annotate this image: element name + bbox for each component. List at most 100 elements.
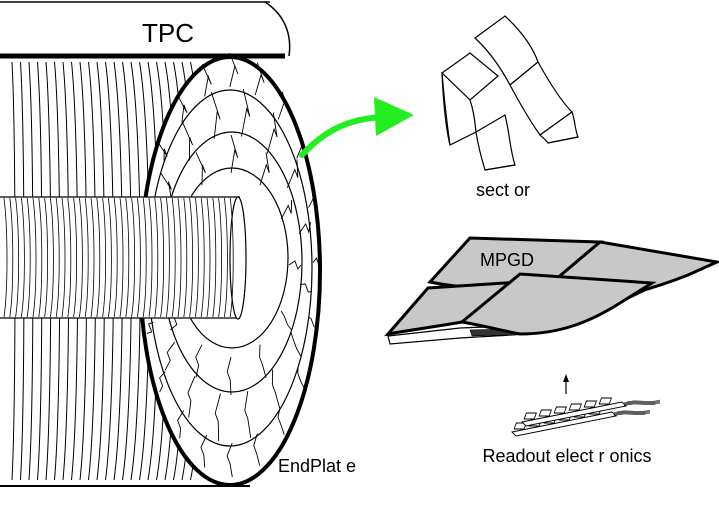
sector-boundary [290,331,302,358]
sector-boundary [195,344,203,378]
chip-wire [613,409,651,414]
inner-ring [21,197,25,318]
inner-ring [154,197,159,318]
inner-ring [113,197,118,318]
sector-boundary [160,172,172,198]
inner-ring [160,197,164,318]
chip [553,406,567,414]
sector-boundary [230,134,239,174]
up-arrow-head [563,374,569,382]
sector-boundary [280,310,292,331]
sector-boundary [214,393,221,442]
sector-boundary [297,367,305,388]
inner-ring [229,197,234,318]
inner-cylinder-rings [3,197,234,318]
sector-boundary [229,52,239,88]
inner-ring [44,197,48,318]
sector-boundary [164,341,176,371]
inner-ring [90,197,95,318]
endplate-label: EndPlat e [278,456,356,476]
endplate-sector-boundaries [141,52,321,478]
sector-boundary [286,159,299,188]
chip [513,422,527,430]
mpgd-label: MPGD [480,250,534,270]
sector-boundary [312,257,321,267]
inner-ring [148,197,153,318]
sector-pad-3 [475,114,516,171]
sector-boundary [271,369,281,409]
inner-ring [79,197,83,318]
inner-cylinder [0,196,247,320]
sector-boundary [259,152,270,186]
readout-label: Readout elect r onics [482,446,651,466]
inner-ring [137,197,141,318]
inner-ring [102,197,106,318]
sector-boundary [159,371,166,393]
inner-ring [3,197,8,318]
inner-ring [131,197,135,318]
sector-boundary [277,91,288,120]
inner-cylinder-body [0,197,242,318]
inner-ring [200,197,205,318]
inner-ring [108,197,112,318]
sector-boundary [266,112,278,154]
inner-ring [177,197,182,318]
cylinder-cap-top [264,1,291,57]
inner-ring [166,197,170,318]
inner-ring [67,197,72,318]
inner-ring [50,197,54,318]
chip-wire [613,410,651,415]
sector-boundary [277,407,285,435]
inner-ring [15,197,19,318]
inner-ring [55,197,60,318]
inner-ring [119,197,124,318]
chip-wire [613,412,651,417]
sector-module [441,15,579,171]
inner-ring [84,197,89,318]
sector-boundary [259,344,267,378]
inner-ring [38,197,43,318]
sector-boundary [210,92,221,139]
sector-pad-2 [441,71,477,146]
inner-ring [125,197,130,318]
chip-strip [521,401,627,427]
chip-wire [623,401,661,406]
chip [523,412,537,420]
chip [538,409,552,417]
sector-boundary [181,121,194,161]
arrow-head [374,97,414,136]
sector-boundary [254,62,265,96]
arrow-shaft [299,114,388,158]
inner-ring [189,197,193,318]
sector-boundary [195,152,206,186]
chip-wire [623,400,661,405]
chip-wire [613,411,651,416]
chip [583,400,598,408]
chip [598,397,613,405]
inner-ring [218,197,222,318]
chip-wire [623,399,661,404]
sector-boundary [280,199,293,220]
chip [568,403,583,411]
chip-strip [511,411,617,437]
sector-boundary [308,196,317,208]
sector-boundary [300,283,313,293]
sector-boundary [288,260,302,270]
sector-boundary [296,137,306,159]
sector-boundary [298,222,312,235]
up-arrow [563,374,569,394]
sector-boundary [177,95,188,123]
sector-boundary [157,142,168,163]
sector-boundary [253,433,261,466]
inner-ring [224,197,228,318]
sector-boundary [187,376,196,418]
sector-boundary [201,64,212,97]
tpc-label: TPC [142,18,194,48]
chip-wire [623,402,661,407]
inner-ring [61,197,66,318]
sector-boundary [309,317,317,329]
sector-boundary [244,391,252,438]
mpgd-stack [384,236,719,345]
sector-boundary [177,410,185,439]
